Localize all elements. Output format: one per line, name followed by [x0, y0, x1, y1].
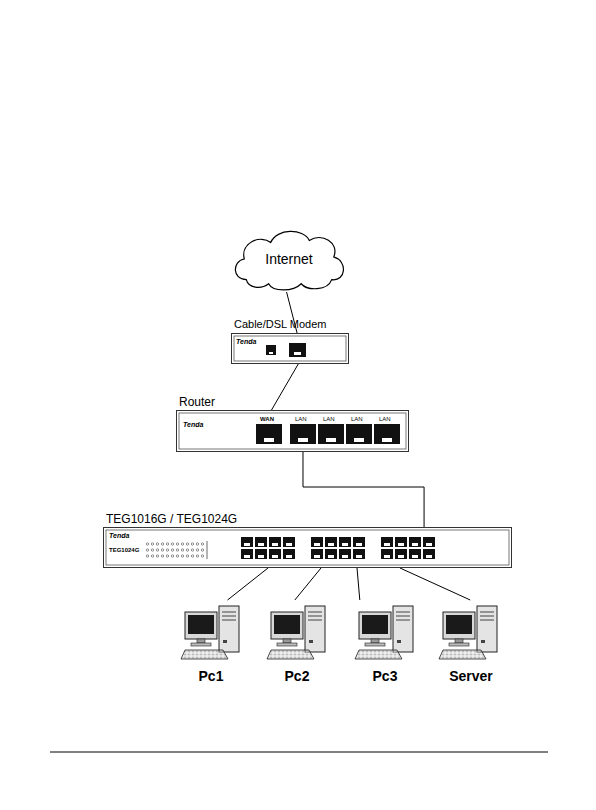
modem-box: Cable/DSL Modem: [231, 333, 349, 364]
computer-node: Pc3: [349, 600, 421, 684]
computer-node: Pc2: [261, 600, 333, 684]
switch-box: TEG1016G / TEG1024G: [103, 527, 512, 568]
network-cable: [357, 568, 360, 600]
router-box: Router: [176, 410, 409, 452]
computer-node: Pc1: [175, 600, 247, 684]
port-label: LAN: [379, 416, 391, 422]
network-cable: [303, 452, 424, 527]
computer-label: Pc2: [261, 668, 333, 684]
device-heading: Cable/DSL Modem: [234, 318, 327, 330]
computer-label: Pc3: [349, 668, 421, 684]
network-cable: [400, 568, 470, 600]
cloud-label: Internet: [265, 251, 312, 267]
port-label: LAN: [295, 416, 307, 422]
network-cable: [228, 568, 268, 600]
network-cable: [295, 568, 321, 600]
device-heading: Router: [179, 395, 215, 409]
computer-label: Pc1: [175, 668, 247, 684]
brand-logo: Tenda: [183, 421, 203, 428]
server-node: Server: [433, 600, 509, 684]
port-label: LAN: [323, 416, 335, 422]
model-label: TEG1024G: [109, 547, 139, 553]
device-heading: TEG1016G / TEG1024G: [106, 512, 237, 526]
port-label: LAN: [351, 416, 363, 422]
computer-label: Server: [433, 668, 509, 684]
brand-logo: Tenda: [109, 532, 129, 539]
brand-logo: Tenda: [236, 338, 256, 345]
internet-cloud: Internet: [228, 226, 350, 292]
network-cable: [272, 364, 299, 410]
port-label: WAN: [260, 416, 274, 422]
